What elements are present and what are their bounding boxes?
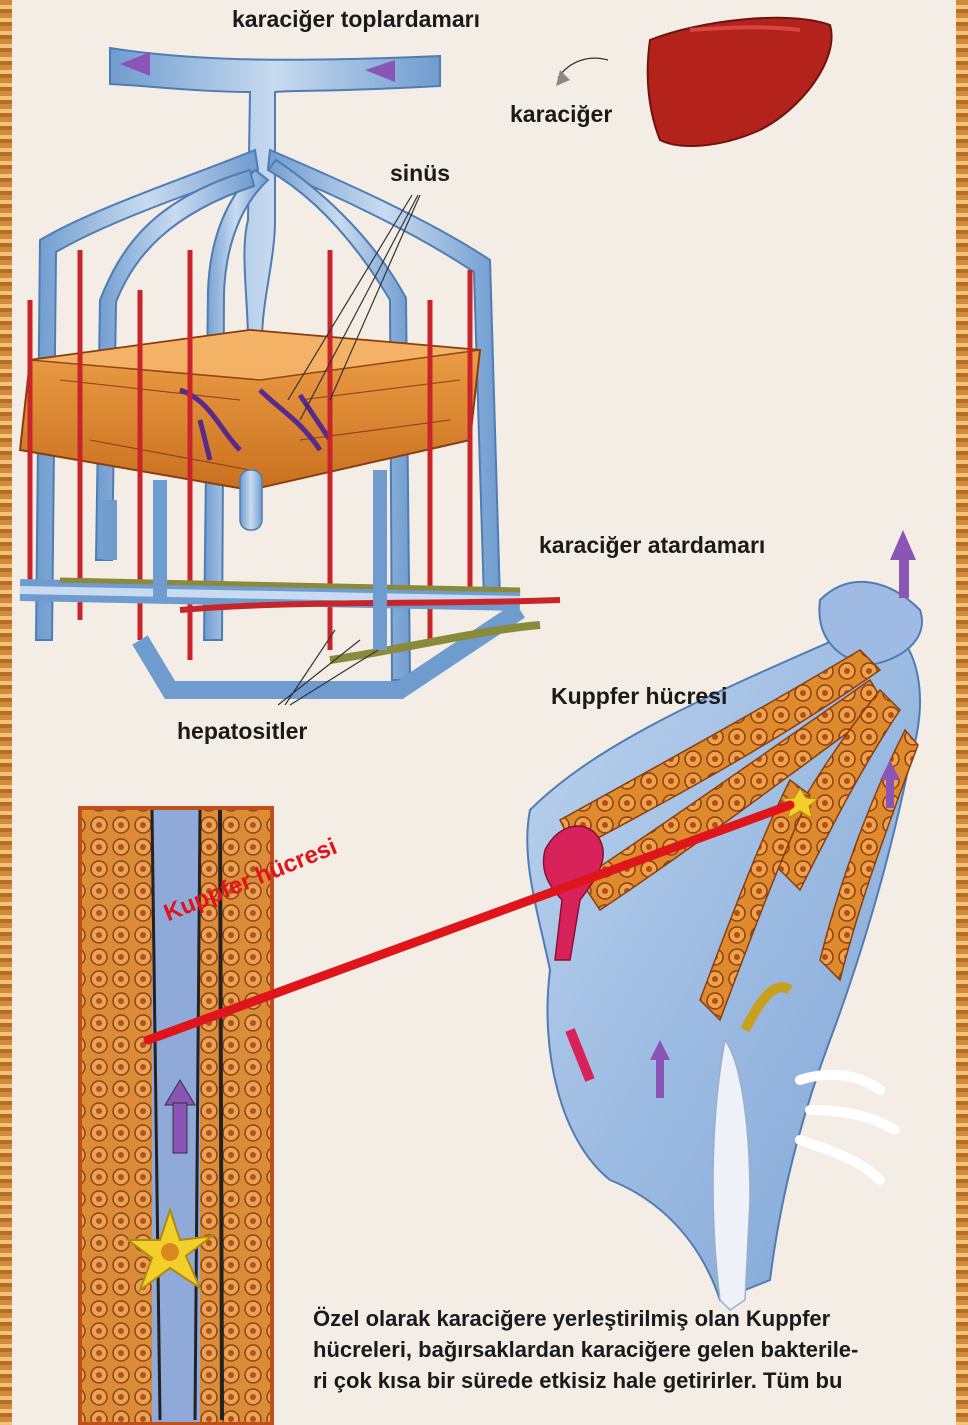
hepatocyte-plate bbox=[20, 330, 480, 530]
caption-text: Özel olarak karaciğere yerleştirilmiş ol… bbox=[313, 1303, 933, 1396]
caption-line: hücreleri, bağırsaklardan karaciğere gel… bbox=[313, 1334, 933, 1365]
up-arrow-icon bbox=[890, 530, 916, 560]
caption-line: Özel olarak karaciğere yerleştirilmiş ol… bbox=[313, 1303, 933, 1334]
liver-lobule-section bbox=[527, 530, 922, 1310]
liver-label: karaciğer bbox=[510, 101, 612, 128]
hepatic-vein-label: karaciğer toplardamarı bbox=[232, 6, 480, 33]
hepatic-artery-label: karaciğer atardamarı bbox=[539, 532, 765, 559]
caption-line: ri çok kısa bir sürede etkisiz hale geti… bbox=[313, 1365, 933, 1396]
hepatocytes-label: hepatositler bbox=[177, 718, 307, 745]
liver-icon bbox=[648, 18, 832, 146]
sinus-label: sinüs bbox=[390, 160, 450, 187]
kupffer-cell-label: Kuppfer hücresi bbox=[551, 683, 727, 710]
